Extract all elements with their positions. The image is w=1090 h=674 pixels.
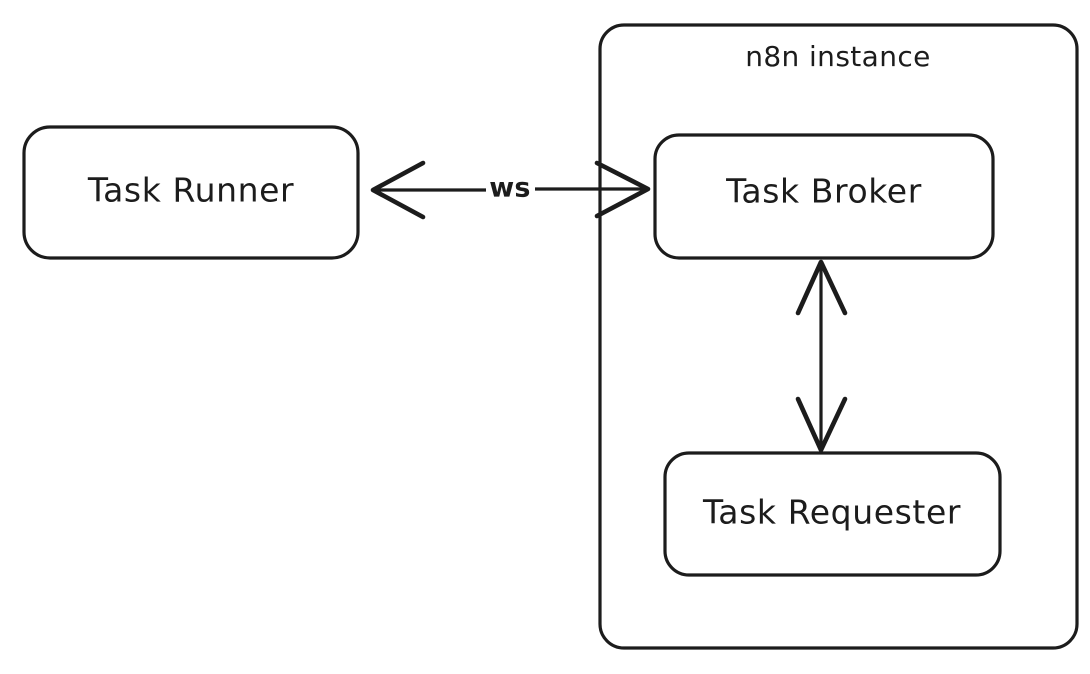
task-requester-box[interactable] <box>663 451 1002 577</box>
arrow-head-up-icon <box>795 259 848 316</box>
arrow-head-right-icon <box>594 160 651 219</box>
task-runner-label: Task Runner <box>87 171 294 210</box>
task-broker-label: Task Broker <box>725 172 922 211</box>
edge-task-broker-task-requester[interactable] <box>795 259 848 453</box>
edge-label-ws: ws <box>489 173 531 204</box>
task-broker-box[interactable] <box>653 133 995 260</box>
arrow-head-down-icon <box>795 396 848 453</box>
task-requester-label: Task Requester <box>702 493 961 532</box>
arrow-head-left-icon <box>370 160 426 220</box>
node-task-requester[interactable]: Task Requester <box>663 451 1002 577</box>
task-runner-box[interactable] <box>22 125 360 260</box>
node-task-broker[interactable]: Task Broker <box>653 133 995 260</box>
n8n-instance-label: n8n instance <box>745 40 931 73</box>
edge-label-backdrop <box>486 170 534 208</box>
edge-task-runner-task-broker[interactable]: ws <box>370 160 651 220</box>
node-task-runner[interactable]: Task Runner <box>22 125 360 260</box>
